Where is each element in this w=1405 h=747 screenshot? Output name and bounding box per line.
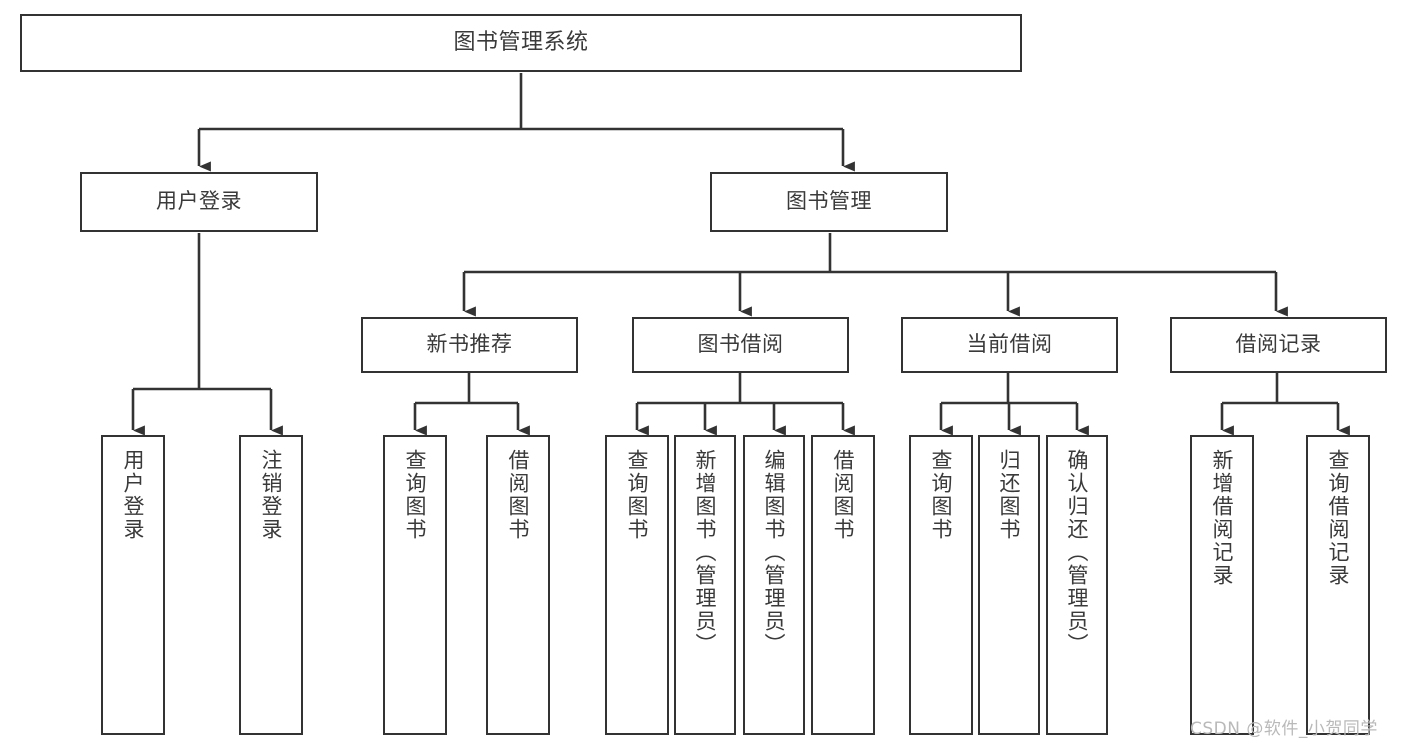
node-label: 用户登录 — [156, 189, 242, 214]
node-label: 借阅图书 — [506, 449, 531, 541]
leaf-query-book-borrow[interactable]: 查询图书 — [605, 435, 669, 735]
node-label: 图书管理 — [786, 189, 872, 214]
node-label: 图书管理系统 — [453, 29, 589, 55]
node-label: 查询图书 — [929, 449, 954, 541]
leaf-user-login[interactable]: 用户登录 — [101, 435, 165, 735]
node-book-borrow[interactable]: 图书借阅 — [632, 317, 849, 373]
leaf-add-book-admin[interactable]: 新增图书（管理员） — [674, 435, 736, 735]
node-label: 当前借阅 — [966, 332, 1053, 357]
leaf-add-borrow-record[interactable]: 新增借阅记录 — [1190, 435, 1254, 735]
node-root-system[interactable]: 图书管理系统 — [20, 14, 1022, 72]
node-new-book-recommend[interactable]: 新书推荐 — [361, 317, 578, 373]
node-label: 借阅记录 — [1235, 332, 1322, 357]
node-label: 确认归还（管理员） — [1065, 449, 1090, 656]
leaf-borrow-book-recommend[interactable]: 借阅图书 — [486, 435, 550, 735]
node-borrow-records[interactable]: 借阅记录 — [1170, 317, 1387, 373]
node-label: 新增图书（管理员） — [693, 449, 718, 656]
leaf-query-book-current[interactable]: 查询图书 — [909, 435, 973, 735]
node-book-management[interactable]: 图书管理 — [710, 172, 948, 232]
leaf-query-book-recommend[interactable]: 查询图书 — [383, 435, 447, 735]
leaf-query-borrow-record[interactable]: 查询借阅记录 — [1306, 435, 1370, 735]
node-current-borrow[interactable]: 当前借阅 — [901, 317, 1118, 373]
node-label: 查询图书 — [403, 449, 428, 541]
leaf-confirm-return-admin[interactable]: 确认归还（管理员） — [1046, 435, 1108, 735]
csdn-watermark: CSDN @软件_小贺同学 — [1190, 719, 1378, 739]
node-label: 借阅图书 — [831, 449, 856, 541]
node-label: 查询图书 — [625, 449, 650, 541]
node-label: 用户登录 — [121, 449, 146, 541]
node-label: 新书推荐 — [426, 332, 513, 357]
leaf-return-book[interactable]: 归还图书 — [978, 435, 1040, 735]
leaf-borrow-book[interactable]: 借阅图书 — [811, 435, 875, 735]
leaf-edit-book-admin[interactable]: 编辑图书（管理员） — [743, 435, 805, 735]
node-user-login[interactable]: 用户登录 — [80, 172, 318, 232]
node-label: 新增借阅记录 — [1210, 449, 1235, 587]
node-label: 图书借阅 — [697, 332, 784, 357]
node-label: 编辑图书（管理员） — [762, 449, 787, 656]
leaf-user-logout[interactable]: 注销登录 — [239, 435, 303, 735]
node-label: 归还图书 — [997, 449, 1022, 541]
node-label: 查询借阅记录 — [1326, 449, 1351, 587]
node-label: 注销登录 — [259, 449, 284, 541]
